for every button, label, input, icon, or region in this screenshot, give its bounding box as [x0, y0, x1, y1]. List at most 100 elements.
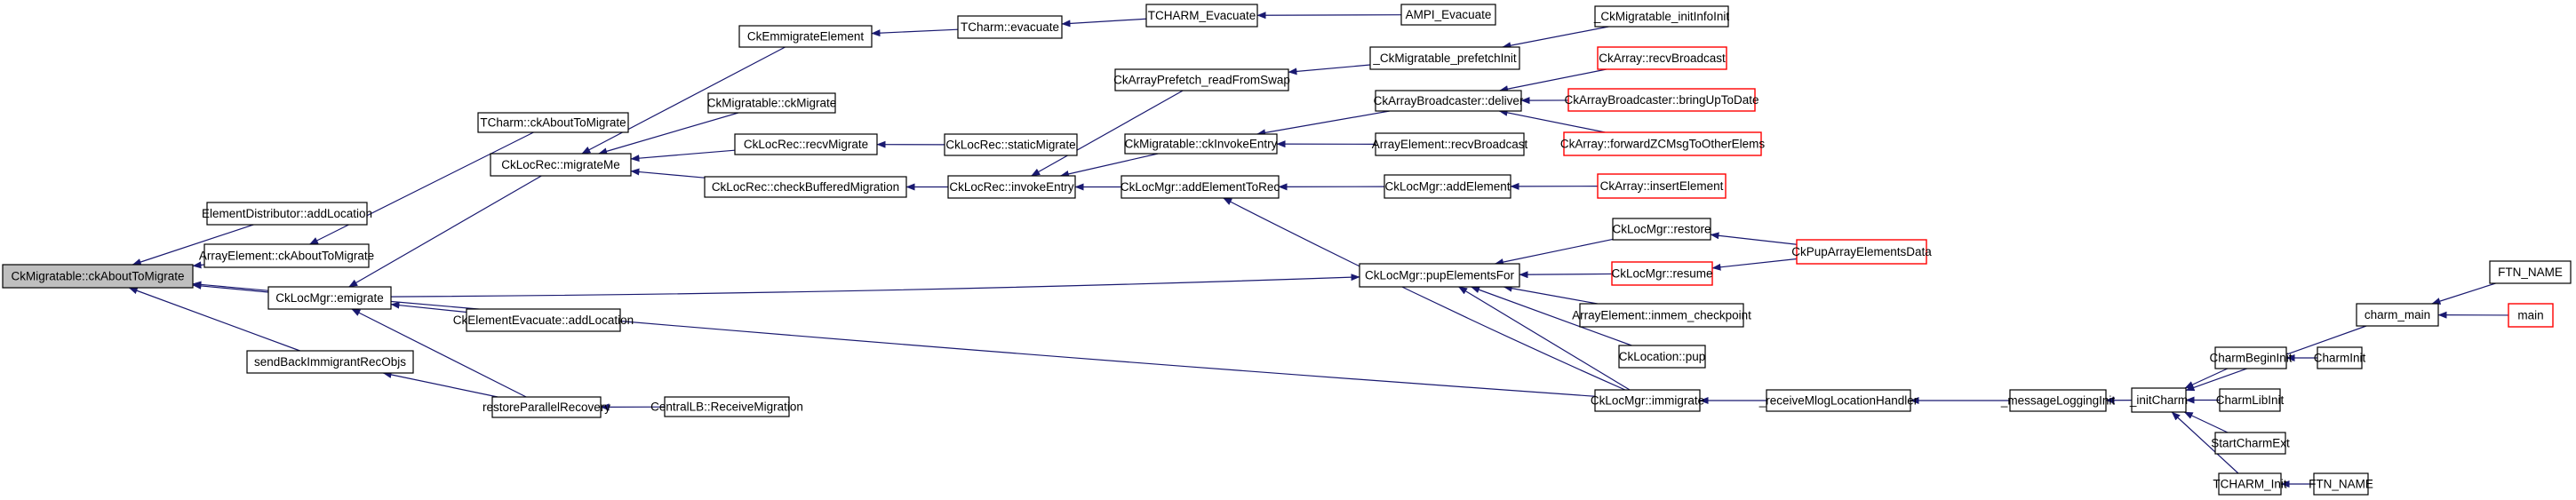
graph-node-_ckmigratable_initinfoinit[interactable]: _CkMigratable_initInfoInit: [1593, 5, 1730, 28]
node-box-arrayelement_inmem_checkpoint[interactable]: [1579, 303, 1744, 328]
graph-node-charmlibinit[interactable]: CharmLibInit: [2216, 388, 2285, 412]
node-box-startcharmext[interactable]: [2214, 432, 2286, 455]
graph-node-ckpuparrayelementsdata[interactable]: CkPupArrayElementsData: [1791, 239, 1932, 265]
graph-node-charminit[interactable]: CharmInit: [2314, 346, 2366, 369]
graph-node-cklocmgr_resume[interactable]: CkLocMgr::resume: [1611, 261, 1713, 286]
node-box-restoreparallelrecovery[interactable]: [491, 396, 602, 418]
graph-node-ckarraybroadcaster_deliver[interactable]: CkArrayBroadcaster::deliver: [1374, 90, 1524, 112]
node-box-cklocrec_invokeentry[interactable]: [947, 175, 1076, 199]
node-box-tcharm_evacuate_macro[interactable]: [1145, 4, 1258, 28]
node-box-ckarraybroadcaster_bringuptodate[interactable]: [1567, 88, 1756, 112]
graph-node-ckemmigrateelement[interactable]: CkEmmigrateElement: [738, 25, 873, 48]
graph-node-root[interactable]: CkMigratable::ckAboutToMigrate: [2, 264, 194, 289]
node-box-arrayelement_ckabouttomigrate[interactable]: [203, 243, 370, 268]
node-box-root[interactable]: [2, 264, 194, 289]
node-box-ftn_name_bottom[interactable]: [2313, 472, 2369, 496]
node-box-arrayelement_recvbroadcast[interactable]: [1375, 132, 1525, 156]
graph-node-cklocrec_migrateme[interactable]: CkLocRec::migrateMe: [490, 153, 632, 177]
node-box-_receivemloglocationhandler[interactable]: [1766, 389, 1911, 412]
node-box-ckmigratable_ckinvokeentry[interactable]: [1124, 133, 1278, 155]
node-box-elementdistributor_addlocation[interactable]: [206, 202, 368, 226]
graph-node-ckmigratable_ckinvokeentry[interactable]: CkMigratable::ckInvokeEntry: [1124, 133, 1278, 155]
node-box-cklocmgr_restore[interactable]: [1612, 218, 1711, 241]
graph-node-_receivemloglocationhandler[interactable]: _receiveMlogLocationHandler: [1759, 389, 1918, 412]
graph-node-restoreparallelrecovery[interactable]: restoreParallelRecovery: [483, 396, 610, 418]
node-box-main[interactable]: [2508, 303, 2554, 328]
node-box-ckarray_insertelement[interactable]: [1597, 173, 1727, 199]
node-box-cklocmgr_addelement[interactable]: [1384, 174, 1511, 199]
node-box-sendbackimmigrantrecobjs[interactable]: [246, 350, 414, 374]
graph-node-tcharm_evacuate[interactable]: TCharm::evacuate: [957, 15, 1063, 39]
graph-node-ampi_evacuate[interactable]: AMPI_Evacuate: [1400, 4, 1496, 26]
node-box-cklocrec_recvmigrate[interactable]: [734, 133, 878, 155]
node-box-ckmigratable_ckmigrate[interactable]: [707, 92, 836, 114]
graph-node-ckarrayprefetch_readfromswap[interactable]: CkArrayPrefetch_readFromSwap: [1113, 68, 1290, 91]
graph-node-ckelementevacuate_addlocation[interactable]: CkElementEvacuate::addLocation: [453, 308, 634, 332]
node-box-ckarray_forwardzcmsg[interactable]: [1563, 131, 1762, 156]
node-box-cklocrec_migrateme[interactable]: [490, 153, 632, 177]
node-box-ampi_evacuate[interactable]: [1400, 4, 1496, 26]
node-box-tcharm_init[interactable]: [2218, 472, 2282, 496]
graph-node-main[interactable]: main: [2508, 303, 2554, 328]
graph-node-cklocrec_checkbufferedmigration[interactable]: CkLocRec::checkBufferedMigration: [704, 176, 907, 198]
node-box-_ckmigratable_initinfoinit[interactable]: [1594, 5, 1729, 28]
graph-node-ckmigratable_ckmigrate[interactable]: CkMigratable::ckMigrate: [707, 92, 837, 114]
graph-node-ckarray_recvbroadcast[interactable]: CkArray::recvBroadcast: [1597, 46, 1727, 70]
graph-node-_initcharm[interactable]: _initCharm: [2129, 387, 2188, 413]
node-box-cklocrec_checkbufferedmigration[interactable]: [704, 176, 907, 198]
graph-node-tcharm_evacuate_macro[interactable]: TCHARM_Evacuate: [1145, 4, 1258, 28]
graph-node-_ckmigratable_prefetchinit[interactable]: _CkMigratable_prefetchInit: [1369, 46, 1520, 70]
node-box-ckarrayprefetch_readfromswap[interactable]: [1114, 68, 1289, 91]
node-box-centrallb_receivemigration[interactable]: [664, 396, 790, 417]
node-box-cklocmgr_addelementtorec[interactable]: [1121, 175, 1280, 199]
node-box-ckpuparrayelementsdata[interactable]: [1796, 239, 1927, 265]
node-box-ckemmigrateelement[interactable]: [738, 25, 873, 48]
graph-node-arrayelement_recvbroadcast[interactable]: ArrayElement::recvBroadcast: [1372, 132, 1528, 156]
node-box-_messagelogginginit[interactable]: [2009, 389, 2107, 412]
graph-node-ckarraybroadcaster_bringuptodate[interactable]: CkArrayBroadcaster::bringUpToDate: [1564, 88, 1759, 112]
node-box-cklocmgr_immigrate[interactable]: [1594, 389, 1701, 412]
graph-node-arrayelement_inmem_checkpoint[interactable]: ArrayElement::inmem_checkpoint: [1572, 303, 1751, 328]
node-box-cklocmgr_pupelementsfor[interactable]: [1359, 263, 1520, 288]
graph-node-_messagelogginginit[interactable]: _messageLoggingInit: [2000, 389, 2116, 412]
node-box-charminit[interactable]: [2317, 346, 2363, 369]
graph-node-ckarray_forwardzcmsg[interactable]: CkArray::forwardZCMsgToOtherElems: [1560, 131, 1766, 156]
graph-node-startcharmext[interactable]: StartCharmExt: [2211, 432, 2290, 455]
graph-node-ckarray_insertelement[interactable]: CkArray::insertElement: [1597, 173, 1727, 199]
node-box-charmbegininit[interactable]: [2214, 346, 2287, 369]
graph-node-elementdistributor_addlocation[interactable]: ElementDistributor::addLocation: [202, 202, 372, 226]
graph-node-sendbackimmigrantrecobjs[interactable]: sendBackImmigrantRecObjs: [246, 350, 414, 374]
node-box-tcharm_ckabouttomigrate[interactable]: [477, 112, 629, 133]
graph-node-centrallb_receivemigration[interactable]: CentralLB::ReceiveMigration: [650, 396, 803, 417]
graph-node-cklocmgr_emigrate[interactable]: CkLocMgr::emigrate: [267, 286, 392, 310]
graph-node-cklocmgr_immigrate[interactable]: CkLocMgr::immigrate: [1591, 389, 1704, 412]
node-box-cklocmgr_resume[interactable]: [1611, 261, 1713, 286]
graph-node-cklocrec_invokeentry[interactable]: CkLocRec::invokeEntry: [947, 175, 1076, 199]
graph-node-tcharm_init[interactable]: TCHARM_Init: [2213, 472, 2287, 496]
graph-node-cklocation_pup[interactable]: CkLocation::pup: [1618, 345, 1706, 369]
node-box-_ckmigratable_prefetchinit[interactable]: [1369, 46, 1520, 70]
graph-node-ftn_name_top[interactable]: FTN_NAME: [2489, 260, 2572, 284]
graph-node-cklocmgr_pupelementsfor[interactable]: CkLocMgr::pupElementsFor: [1359, 263, 1520, 288]
node-box-charm_main[interactable]: [2356, 303, 2439, 327]
graph-node-charmbegininit[interactable]: CharmBeginInit: [2209, 346, 2293, 369]
node-box-cklocmgr_emigrate[interactable]: [267, 286, 392, 310]
graph-node-cklocrec_recvmigrate[interactable]: CkLocRec::recvMigrate: [734, 133, 878, 155]
graph-node-tcharm_ckabouttomigrate[interactable]: TCharm::ckAboutToMigrate: [477, 112, 629, 133]
node-box-tcharm_evacuate[interactable]: [957, 15, 1063, 39]
graph-node-cklocmgr_restore[interactable]: CkLocMgr::restore: [1612, 218, 1711, 241]
node-box-_initcharm[interactable]: [2131, 387, 2187, 413]
node-box-cklocation_pup[interactable]: [1618, 345, 1706, 369]
node-box-ckarraybroadcaster_deliver[interactable]: [1375, 90, 1522, 112]
graph-node-charm_main[interactable]: charm_main: [2356, 303, 2439, 327]
node-box-ckelementevacuate_addlocation[interactable]: [466, 308, 621, 332]
graph-node-arrayelement_ckabouttomigrate[interactable]: ArrayElement::ckAboutToMigrate: [199, 243, 374, 268]
graph-node-cklocrec_staticmigrate[interactable]: CkLocRec::staticMigrate: [944, 133, 1078, 156]
node-box-ckarray_recvbroadcast[interactable]: [1597, 46, 1727, 70]
node-box-charmlibinit[interactable]: [2219, 388, 2281, 412]
graph-node-cklocmgr_addelement[interactable]: CkLocMgr::addElement: [1384, 174, 1511, 199]
node-box-cklocrec_staticmigrate[interactable]: [944, 133, 1078, 156]
node-box-ftn_name_top[interactable]: [2489, 260, 2572, 284]
graph-node-cklocmgr_addelementtorec[interactable]: CkLocMgr::addElementToRec: [1121, 175, 1280, 199]
graph-node-ftn_name_bottom[interactable]: FTN_NAME: [2309, 472, 2373, 496]
